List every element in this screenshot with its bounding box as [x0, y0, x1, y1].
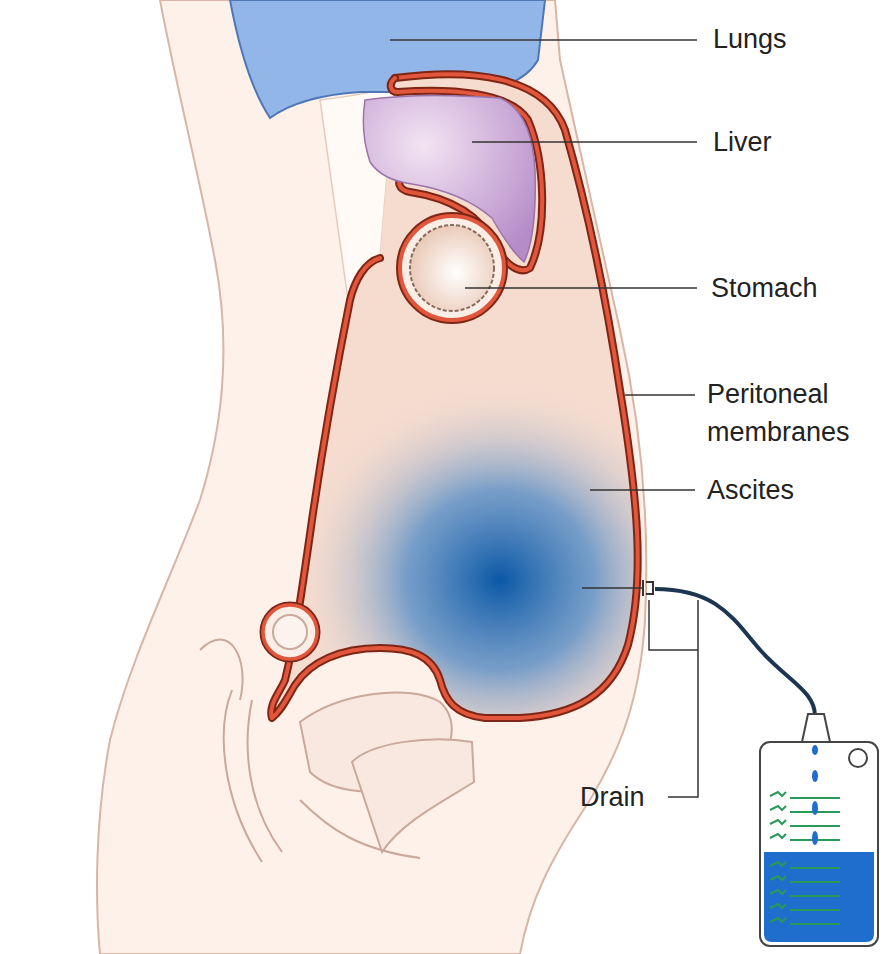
- graduation-mark: [770, 834, 840, 840]
- graduation-mark: [770, 862, 840, 868]
- bag-fluid: [764, 852, 874, 942]
- leader-line: [465, 287, 697, 289]
- membrane-outer: [271, 74, 638, 718]
- part-label: Liver: [713, 123, 772, 161]
- stomach-shape: [410, 225, 494, 311]
- peritoneal-membrane: [271, 74, 638, 718]
- drain-bracket: [649, 600, 698, 797]
- bowel-loop: [263, 605, 317, 659]
- graduation-mark: [770, 876, 840, 882]
- leader-lines: [390, 40, 698, 797]
- bag-hanger: [849, 749, 867, 767]
- drop: [812, 770, 818, 782]
- graduation-mark: [770, 890, 840, 896]
- fluid-drops: [812, 745, 818, 845]
- part-label: Ascites: [707, 471, 794, 509]
- graduation-mark: [770, 918, 840, 924]
- part-label: Peritoneal membranes: [707, 375, 882, 451]
- bowel-membrane-inner: [263, 605, 317, 659]
- tube-line: [655, 589, 815, 716]
- leader-line: [390, 39, 697, 41]
- stomach-membrane-outer: [400, 216, 504, 320]
- graduation-mark: [770, 792, 840, 798]
- pelvic-line: [300, 800, 420, 858]
- drop: [812, 745, 818, 755]
- bag-outline: [760, 742, 878, 946]
- graduation-mark: [770, 904, 840, 910]
- bowel-membrane-outer: [263, 605, 317, 659]
- bag-neck: [802, 714, 830, 742]
- bag-graduations: [770, 792, 840, 924]
- part-label: Lungs: [713, 20, 787, 58]
- bowel-shape: [273, 615, 307, 649]
- leader-line: [625, 394, 695, 396]
- part-label: Stomach: [711, 269, 818, 307]
- leader-line: [590, 489, 695, 491]
- drain-tube: [643, 580, 815, 716]
- stomach-symbol: [400, 216, 504, 320]
- pelvic-line: [200, 640, 243, 700]
- graduation-mark: [770, 806, 840, 812]
- graduation-mark: [770, 820, 840, 826]
- rectum-line: [224, 690, 262, 862]
- drop: [812, 801, 818, 815]
- membrane-inner: [271, 74, 638, 718]
- drain-connector: [643, 580, 653, 596]
- stomach-membrane-inner: [400, 216, 504, 320]
- part-label: Drain: [580, 778, 645, 816]
- uterus-outline: [352, 739, 474, 852]
- drop: [812, 831, 818, 845]
- pelvic-organs: [200, 640, 474, 862]
- leader-line: [582, 587, 643, 589]
- rectum-line: [248, 700, 282, 852]
- leader-line: [472, 141, 697, 143]
- drainage-bag: [760, 714, 878, 946]
